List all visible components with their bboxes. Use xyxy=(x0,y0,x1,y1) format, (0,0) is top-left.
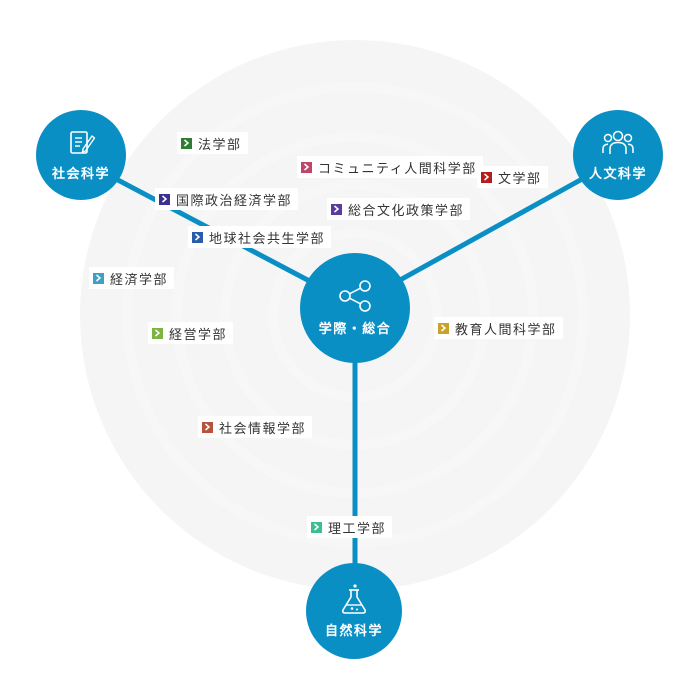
faculty-tag-business[interactable]: 経営学部 xyxy=(148,322,234,344)
chevron-right-icon xyxy=(311,521,322,533)
faculty-label: 経営学部 xyxy=(169,327,228,343)
faculty-label: 地球社会共生学部 xyxy=(209,231,326,247)
faculty-tag-science-eng[interactable]: 理工学部 xyxy=(307,516,393,538)
faculty-label: 文学部 xyxy=(498,171,542,187)
faculty-label: コミュニティ人間科学部 xyxy=(318,161,477,177)
hub-humanities-label: 人文科学 xyxy=(588,167,647,182)
faculty-tag-social-informatics[interactable]: 社会情報学部 xyxy=(198,416,313,438)
faculty-label: 法学部 xyxy=(198,137,242,153)
hub-natural-science[interactable]: 自然科学 xyxy=(306,563,402,659)
faculty-label: 総合文化政策学部 xyxy=(348,203,465,219)
faculty-tag-law[interactable]: 法学部 xyxy=(177,132,248,154)
chevron-right-icon xyxy=(159,193,170,205)
faculty-tag-global-social[interactable]: 地球社会共生学部 xyxy=(188,226,332,248)
hub-social-science-label: 社会科学 xyxy=(51,167,110,182)
chevron-right-icon xyxy=(192,231,203,243)
faculty-label: 教育人間科学部 xyxy=(455,322,557,338)
faculty-tag-integrated-culture[interactable]: 総合文化政策学部 xyxy=(327,198,471,220)
chevron-right-icon xyxy=(331,203,342,215)
share-nodes-icon xyxy=(339,280,371,312)
faculty-label: 国際政治経済学部 xyxy=(176,193,293,209)
document-pen-icon xyxy=(70,131,96,154)
chevron-right-icon xyxy=(481,171,492,183)
chevron-right-icon xyxy=(152,327,163,339)
faculty-label: 社会情報学部 xyxy=(219,421,307,437)
chevron-right-icon xyxy=(301,161,312,173)
chevron-right-icon xyxy=(93,272,104,284)
chevron-right-icon xyxy=(202,421,213,433)
hub-interdisciplinary[interactable]: 学際・総合 xyxy=(300,253,410,363)
hub-interdisciplinary-label: 学際・総合 xyxy=(318,322,392,337)
faculty-tag-economics[interactable]: 経済学部 xyxy=(89,267,175,289)
faculty-tag-letters[interactable]: 文学部 xyxy=(477,166,548,188)
faculty-tag-community[interactable]: コミュニティ人間科学部 xyxy=(297,156,483,178)
flask-icon xyxy=(341,584,367,614)
hub-humanities[interactable]: 人文科学 xyxy=(573,110,663,200)
people-group-icon xyxy=(602,130,634,154)
faculty-label: 理工学部 xyxy=(328,521,387,537)
chevron-right-icon xyxy=(438,322,449,334)
hub-natural-science-label: 自然科学 xyxy=(324,624,383,639)
faculty-tag-intl-politics[interactable]: 国際政治経済学部 xyxy=(155,188,299,210)
faculty-label: 経済学部 xyxy=(110,272,169,288)
faculty-tag-education[interactable]: 教育人間科学部 xyxy=(434,317,563,339)
chevron-right-icon xyxy=(181,137,192,149)
hub-social-science[interactable]: 社会科学 xyxy=(36,110,126,200)
